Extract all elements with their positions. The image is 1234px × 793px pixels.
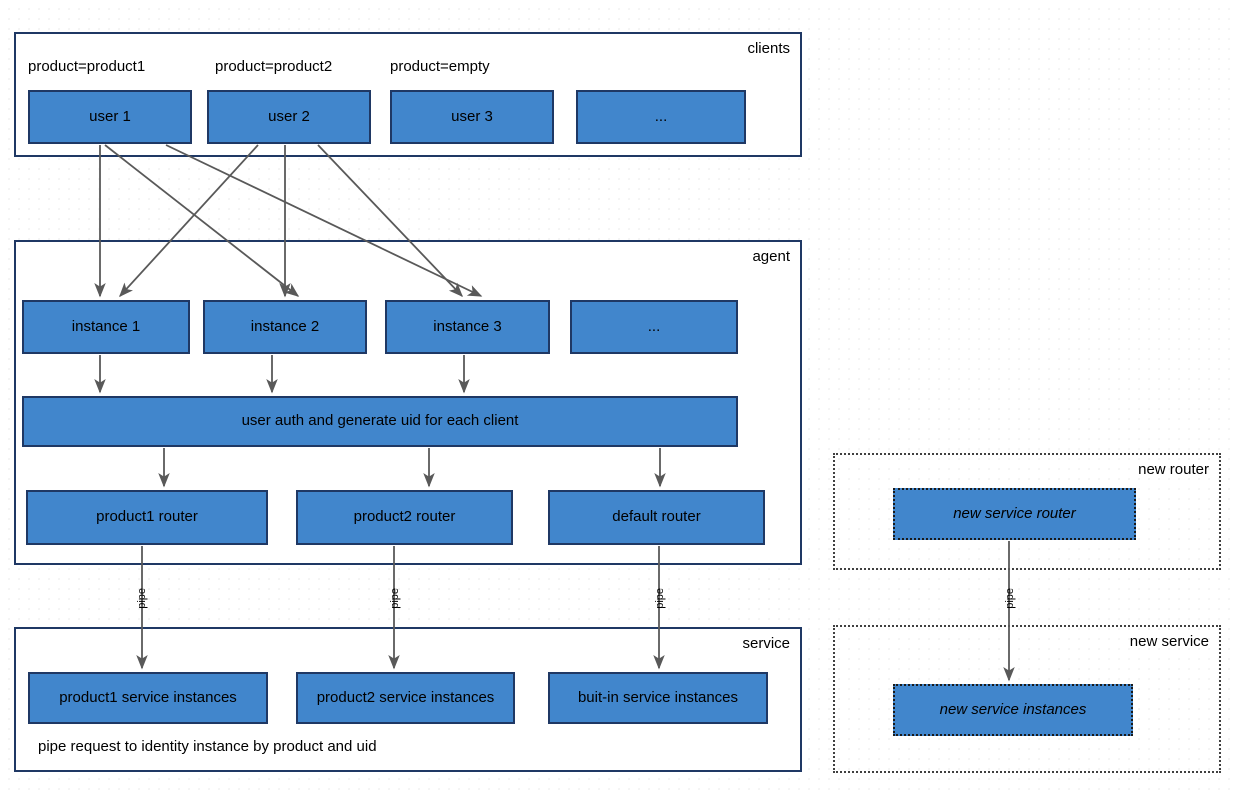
pipe-label-default: pipe [654, 588, 666, 609]
service-box-product2[interactable]: product2 service instances [296, 672, 515, 724]
client-annotation-product2: product=product2 [215, 58, 333, 75]
pipe-label-new-service: pipe [1004, 588, 1016, 609]
agent-router-product1[interactable]: product1 router [26, 490, 268, 545]
group-clients-title: clients [747, 40, 790, 57]
pipe-label-product1: pipe [136, 588, 148, 609]
agent-router-product2[interactable]: product2 router [296, 490, 513, 545]
agent-instance-1[interactable]: instance 1 [22, 300, 190, 354]
service-note: pipe request to identity instance by pro… [38, 738, 377, 755]
group-service-title: service [742, 635, 790, 652]
new-service-instances-box[interactable]: new service instances [893, 684, 1133, 736]
new-service-router-box[interactable]: new service router [893, 488, 1136, 540]
group-new-service: new service [833, 625, 1221, 773]
group-new-router: new router [833, 453, 1221, 570]
client-box-user-3[interactable]: user 3 [390, 90, 554, 144]
service-box-builtin[interactable]: buit-in service instances [548, 672, 768, 724]
agent-router-default[interactable]: default router [548, 490, 765, 545]
pipe-label-product2: pipe [389, 588, 401, 609]
service-box-product1[interactable]: product1 service instances [28, 672, 268, 724]
client-box-user-2[interactable]: user 2 [207, 90, 371, 144]
client-box-user-1[interactable]: user 1 [28, 90, 192, 144]
client-box-more[interactable]: ... [576, 90, 746, 144]
group-new-router-title: new router [1138, 461, 1209, 478]
group-new-service-title: new service [1129, 633, 1209, 650]
agent-instance-3[interactable]: instance 3 [385, 300, 550, 354]
client-annotation-product1: product=product1 [28, 58, 146, 75]
client-annotation-empty: product=empty [390, 58, 490, 75]
agent-auth-bar[interactable]: user auth and generate uid for each clie… [22, 396, 738, 447]
agent-instance-2[interactable]: instance 2 [203, 300, 367, 354]
agent-instance-more[interactable]: ... [570, 300, 738, 354]
group-agent-title: agent [752, 248, 790, 265]
